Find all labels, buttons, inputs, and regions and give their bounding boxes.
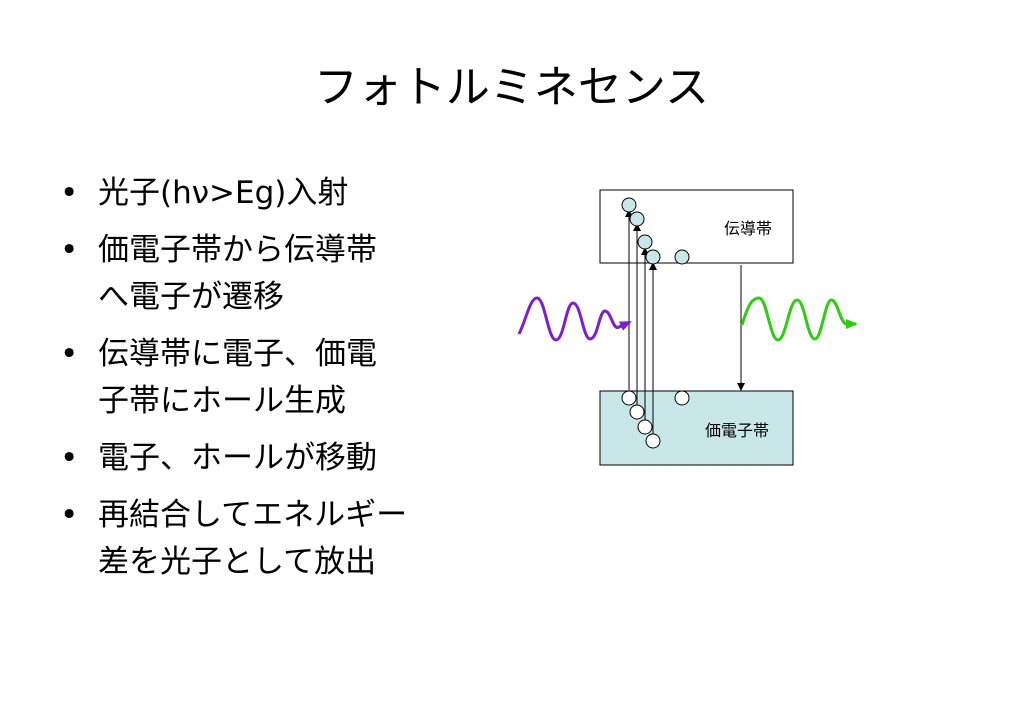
electron-group [621,197,690,265]
valence-band-label: 価電子帯 [705,421,769,440]
bullet-item: • 光子(hν>Eg)入射 [60,170,520,217]
emitted-photon-wave [740,296,858,342]
slide-title: フォトルミネセンス [313,62,710,113]
electron [637,234,653,250]
hole [637,419,653,435]
bullet-marker: • [60,232,79,268]
electron [629,211,645,227]
bullet-line: へ電子が遷移 [98,279,284,315]
electron [674,249,690,265]
bullet-item: • 電子、ホールが移動 [60,435,520,482]
bullet-line: 価電子帯から伝導帯 [98,232,377,268]
bullet-item: • 価電子帯から伝導帯 へ電子が遷移 [60,227,520,321]
bullet-item: • 伝導帯に電子、価電 子帯にホール生成 [60,331,520,425]
bullet-list: • 光子(hν>Eg)入射 • 価電子帯から伝導帯 へ電子が遷移 • 伝導帯に電… [60,170,520,596]
hole [629,404,645,420]
bullet-line: 電子、ホールが移動 [98,440,377,476]
bullet-line: 再結合してエネルギー [98,497,408,533]
electron [621,197,637,213]
hole [674,390,690,406]
bullet-line: 光子(hν>Eg)入射 [98,175,349,211]
bullet-marker: • [60,336,79,372]
hole-group [621,390,690,449]
bullet-marker: • [60,175,79,211]
bullet-line: 子帯にホール生成 [98,383,346,419]
electron [645,249,661,265]
hole [645,433,661,449]
incoming-photon-wave [517,296,632,342]
hole [621,390,637,406]
bullet-line: 差を光子として放出 [98,544,377,580]
bullet-marker: • [60,440,79,476]
bullet-item: • 再結合してエネルギー 差を光子として放出 [60,492,520,586]
bullet-line: 伝導帯に電子、価電 [98,336,377,372]
conduction-band-label: 伝導帯 [724,219,772,238]
bullet-marker: • [60,497,79,533]
